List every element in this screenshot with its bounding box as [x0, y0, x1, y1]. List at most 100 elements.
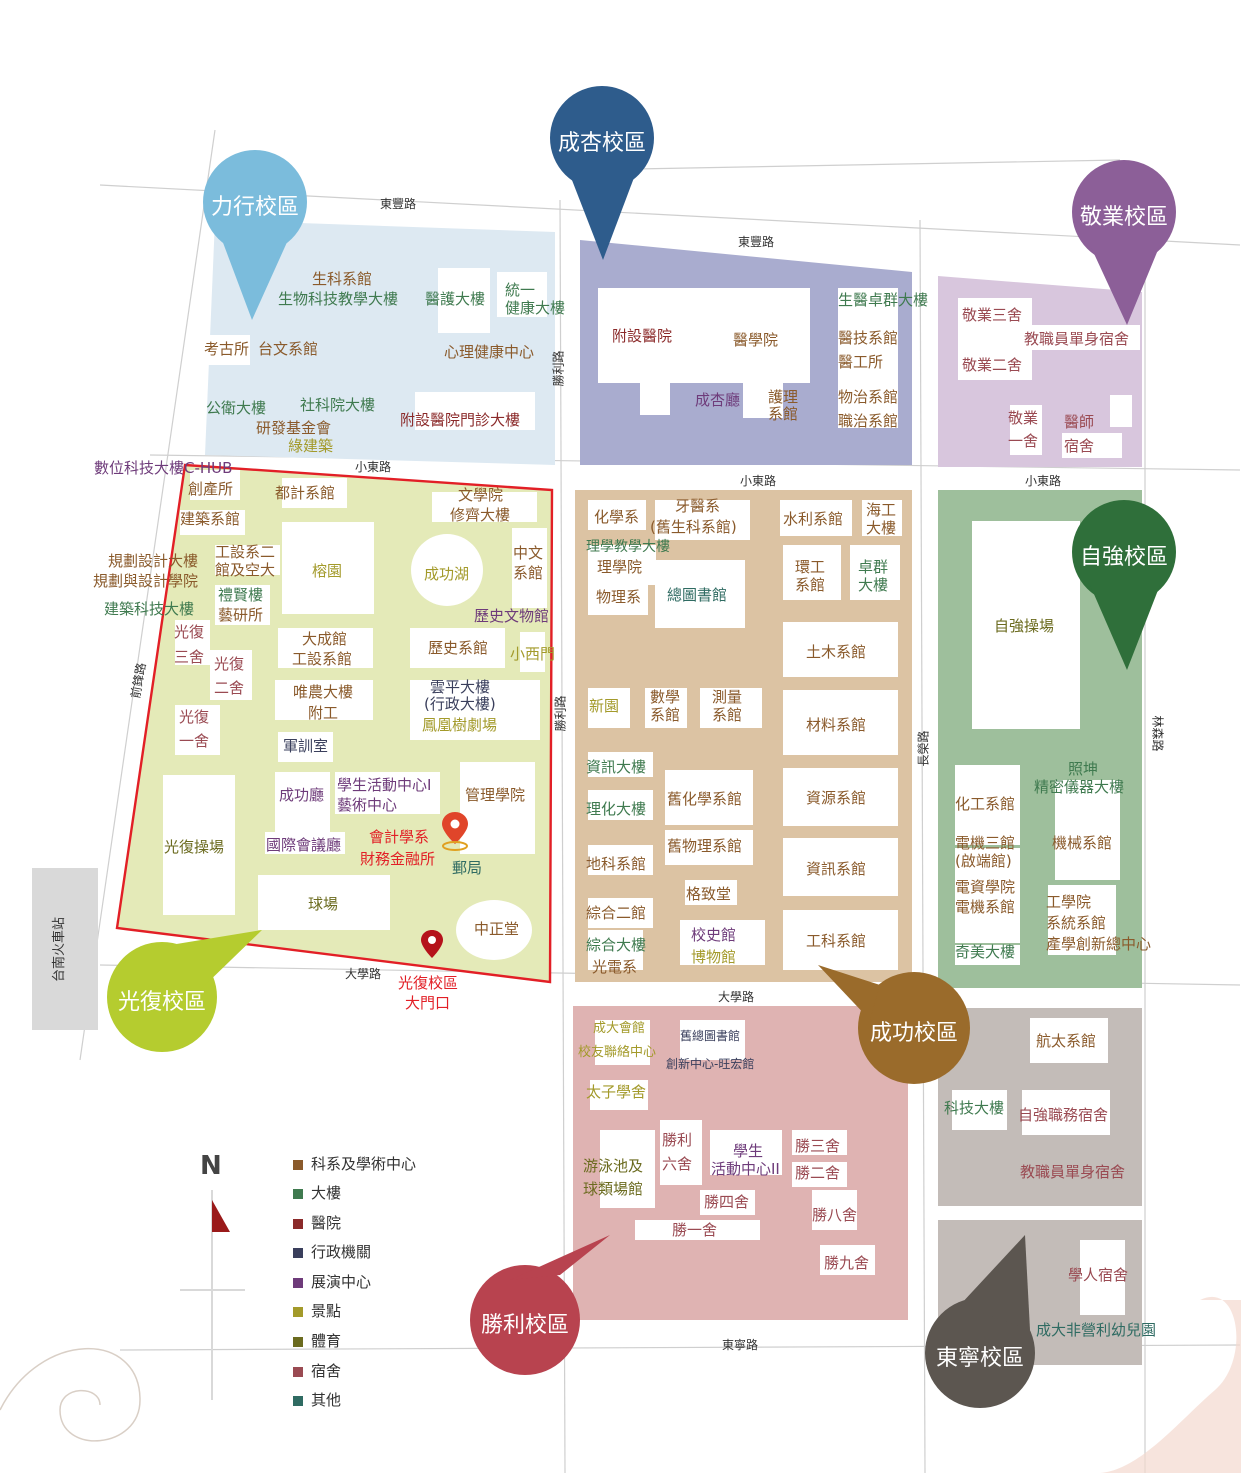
- building-label[interactable]: 勝一舍: [672, 1221, 718, 1239]
- pin-chengxing[interactable]: 成杏校區: [557, 131, 646, 156]
- building-label[interactable]: 理學院: [597, 558, 643, 576]
- building-label[interactable]: 系館: [513, 564, 544, 582]
- building-label[interactable]: 台文系館: [258, 340, 319, 358]
- building-label[interactable]: 修齊大樓: [450, 506, 511, 524]
- building-label[interactable]: 大樓: [858, 576, 889, 594]
- pin-dongning[interactable]: 東寧校區: [935, 1346, 1024, 1371]
- building-label[interactable]: (行政大樓): [424, 695, 496, 713]
- building-label[interactable]: 校友聯絡中心: [578, 1045, 657, 1060]
- building-label[interactable]: 系館: [795, 576, 826, 594]
- building-label[interactable]: (舊生科系館): [650, 518, 737, 536]
- building-label[interactable]: 牙醫系: [675, 497, 721, 515]
- building-label[interactable]: 生物科技教學大樓: [278, 290, 399, 308]
- building-label[interactable]: 勝九舍: [824, 1254, 870, 1272]
- pin-shengli[interactable]: 勝利校區: [480, 1313, 569, 1338]
- building-label[interactable]: 電機三館: [955, 834, 1016, 852]
- building-label[interactable]: 理化大樓: [586, 800, 647, 818]
- building-label[interactable]: 校史館: [691, 926, 737, 944]
- building-label[interactable]: 科技大樓: [944, 1099, 1005, 1117]
- building-label[interactable]: 工學院: [1046, 893, 1092, 911]
- building-label[interactable]: 敬業二舍: [962, 356, 1023, 374]
- building-label[interactable]: 光復校區: [398, 974, 459, 992]
- building-label[interactable]: 附工: [308, 704, 339, 722]
- building-label[interactable]: 規劃與設計學院: [93, 572, 199, 590]
- building-label[interactable]: 光復: [179, 708, 210, 726]
- building-label[interactable]: 勝四舍: [704, 1193, 750, 1211]
- building-label[interactable]: 勝三舍: [795, 1137, 841, 1155]
- building-label[interactable]: 綜合大樓: [586, 936, 647, 954]
- building-label[interactable]: 大門口: [405, 994, 451, 1012]
- building-label[interactable]: 電資學院: [955, 878, 1016, 896]
- building-label[interactable]: 小西門: [510, 645, 556, 663]
- building-label[interactable]: 學人宿舍: [1068, 1266, 1129, 1284]
- building-label[interactable]: 生醫卓群大樓: [838, 291, 929, 309]
- building-label[interactable]: 光電系: [592, 958, 638, 976]
- building-label[interactable]: 歷史系館: [428, 639, 489, 657]
- building-label[interactable]: 地科系館: [586, 855, 647, 873]
- building-label[interactable]: 職治系館: [838, 412, 899, 430]
- building-label[interactable]: 勝八舍: [812, 1206, 858, 1224]
- building-label[interactable]: 中正堂: [474, 920, 520, 938]
- building-label[interactable]: 雲平大樓: [430, 678, 491, 696]
- building-label[interactable]: 都計系館: [275, 484, 336, 502]
- building-label[interactable]: 護理: [768, 388, 799, 406]
- building-label[interactable]: 航太系館: [1036, 1032, 1097, 1050]
- building-label[interactable]: 醫師: [1064, 413, 1095, 431]
- building-label[interactable]: 新園: [589, 697, 620, 715]
- building-label[interactable]: 物理系: [596, 588, 642, 606]
- building-label[interactable]: 唯農大樓: [293, 683, 354, 701]
- building-label[interactable]: 六舍: [662, 1155, 693, 1173]
- building-label[interactable]: 系館: [650, 706, 681, 724]
- building-label[interactable]: 建築系館: [180, 510, 241, 528]
- building-label[interactable]: 教職員單身宿舍: [1024, 330, 1130, 348]
- building-label[interactable]: 球類場館: [583, 1180, 644, 1198]
- building-label[interactable]: 文學院: [458, 486, 504, 504]
- building-label[interactable]: 考古所: [204, 340, 250, 358]
- building-label[interactable]: 敬業三舍: [962, 306, 1023, 324]
- building-label[interactable]: 二舍: [214, 679, 245, 697]
- building-label[interactable]: 化工系館: [955, 795, 1016, 813]
- pin-chenggong[interactable]: 成功校區: [869, 1021, 958, 1046]
- building-label[interactable]: 資源系館: [806, 789, 867, 807]
- building-label[interactable]: 大樓: [866, 519, 897, 537]
- building-label[interactable]: 博物館: [691, 948, 737, 966]
- building-label[interactable]: 心理健康中心: [444, 343, 535, 361]
- building-label[interactable]: 醫工所: [838, 353, 884, 371]
- building-label[interactable]: 資訊系館: [806, 860, 867, 878]
- building-label[interactable]: 生科系館: [312, 270, 373, 288]
- building-label[interactable]: 資訊大樓: [586, 758, 647, 776]
- building-label[interactable]: 館及空大: [215, 561, 276, 579]
- building-label[interactable]: 照坤: [1068, 760, 1099, 778]
- building-label[interactable]: 綠建築: [288, 437, 334, 455]
- building-label[interactable]: 教職員單身宿舍: [1020, 1163, 1126, 1181]
- building-label[interactable]: 球場: [308, 895, 339, 913]
- building-label[interactable]: 成大會館: [593, 1021, 646, 1036]
- building-label[interactable]: 產學創新總中心: [1046, 935, 1152, 953]
- building-label[interactable]: 精密儀器大樓: [1034, 778, 1125, 796]
- building-label[interactable]: 禮賢樓: [218, 586, 264, 604]
- building-label[interactable]: 成大非營利幼兒園: [1036, 1321, 1157, 1339]
- pin-ziqiang[interactable]: 自強校區: [1079, 545, 1168, 570]
- building-label[interactable]: 海工: [866, 501, 897, 519]
- building-label[interactable]: 三舍: [174, 648, 205, 666]
- building-label[interactable]: 總圖書館: [667, 586, 728, 604]
- building-label[interactable]: (啟端館): [955, 852, 1012, 870]
- building-label[interactable]: 醫護大樓: [425, 290, 486, 308]
- building-label[interactable]: 國際會議廳: [266, 836, 342, 854]
- building-label[interactable]: 舊化學系館: [667, 790, 743, 808]
- building-label[interactable]: 宿舍: [1064, 437, 1095, 455]
- building-label[interactable]: 自強職務宿舍: [1018, 1106, 1109, 1124]
- building-label[interactable]: 自強操場: [994, 617, 1055, 635]
- building-label[interactable]: 工科系館: [806, 932, 867, 950]
- building-label[interactable]: 土木系館: [806, 643, 867, 661]
- building-label[interactable]: 材料系館: [806, 716, 867, 734]
- building-label[interactable]: 光復: [214, 655, 245, 673]
- building-label[interactable]: 敬業: [1008, 409, 1039, 427]
- building-label[interactable]: 一舍: [1008, 432, 1039, 450]
- building-label[interactable]: 系統系館: [1046, 914, 1107, 932]
- building-label[interactable]: 會計學系: [369, 828, 430, 846]
- building-label[interactable]: 大成館: [302, 630, 348, 648]
- building-label[interactable]: 機械系館: [1052, 834, 1113, 852]
- building-label[interactable]: 藝術中心: [337, 796, 398, 814]
- building-label[interactable]: 附設醫院: [612, 327, 673, 345]
